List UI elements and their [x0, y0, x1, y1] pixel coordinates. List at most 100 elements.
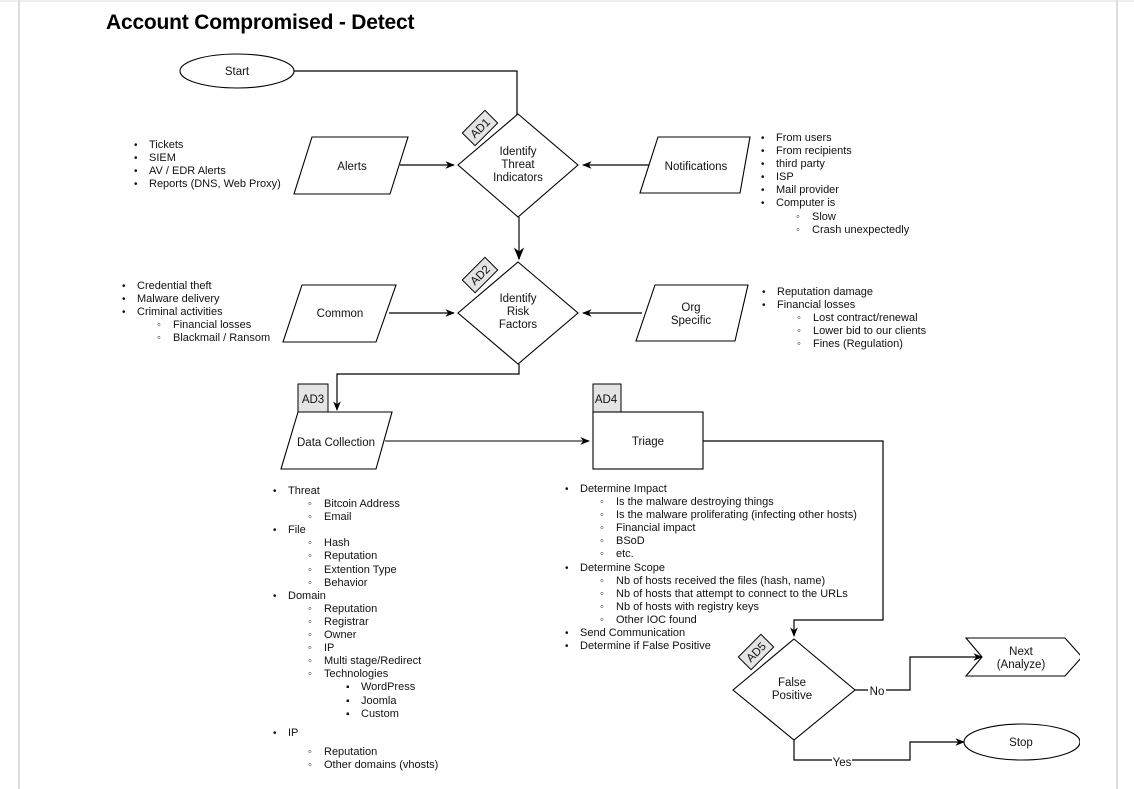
list-item: Malware delivery	[122, 293, 270, 306]
identify-threat-line2: Threat	[501, 159, 535, 171]
list-item: From users	[761, 132, 909, 145]
list-item: Credential theft	[122, 280, 270, 293]
list-item: WordPress	[273, 681, 438, 694]
identify-risk-factors-node[interactable]: Identify Risk Factors	[457, 261, 579, 365]
page-border-left	[18, 0, 20, 789]
list-item: Hash	[273, 537, 438, 550]
list-item: Extention Type	[273, 564, 438, 577]
page-border-right	[1116, 0, 1118, 789]
false-positive-line2: Positive	[772, 690, 812, 702]
org-specific-line1: Org	[681, 302, 700, 314]
stop-label: Stop	[1009, 737, 1033, 749]
list-item: Owner	[273, 629, 438, 642]
notification-sources-list: From usersFrom recipientsthird partyISPM…	[761, 132, 909, 237]
connectors	[294, 70, 983, 761]
list-item: Technologies	[273, 668, 438, 681]
list-item: Behavior	[273, 577, 438, 590]
notifications-node[interactable]: Notifications	[639, 136, 751, 194]
identify-risk-line3: Factors	[499, 319, 538, 331]
list-item: Bitcoin Address	[273, 498, 438, 511]
next-line2: (Analyze)	[997, 659, 1046, 671]
list-item: etc.	[565, 548, 857, 561]
list-item: Nb of hosts with registry keys	[565, 601, 857, 614]
list-item: ISP	[761, 171, 909, 184]
list-item: Multi stage/Redirect	[273, 655, 438, 668]
list-item: Lower bid to our clients	[762, 325, 926, 338]
list-item: Financial losses	[122, 319, 270, 332]
alerts-node[interactable]: Alerts	[293, 136, 409, 195]
list-item: Determine Impact	[565, 483, 857, 496]
alerts-sources-list: TicketsSIEMAV / EDR AlertsReports (DNS, …	[134, 139, 281, 191]
common-node[interactable]: Common	[282, 284, 397, 343]
list-item: File	[273, 524, 438, 537]
identify-risk-line1: Identify	[499, 293, 536, 305]
list-item: third party	[761, 158, 909, 171]
list-item: Determine if False Positive	[565, 640, 857, 653]
data-collection-node[interactable]: Data Collection	[280, 411, 393, 470]
identify-threat-line1: Identify	[499, 146, 536, 158]
top-edge	[0, 0, 1134, 2]
identify-risk-line2: Risk	[507, 306, 530, 318]
list-item: Reputation	[273, 603, 438, 616]
no-label: No	[870, 686, 885, 698]
yes-label: Yes	[833, 757, 852, 769]
triage-node[interactable]: Triage	[592, 411, 704, 470]
edge-false-positive-yes	[793, 738, 965, 761]
org-specific-line2: Specific	[671, 315, 712, 327]
tag-ad3: AD3	[297, 383, 329, 413]
list-item: Registrar	[273, 616, 438, 629]
next-analyze-node[interactable]: Next (Analyze)	[963, 637, 1082, 761]
list-item: Lost contract/renewal	[762, 312, 926, 325]
list-item: SIEM	[134, 152, 281, 165]
common-risks-list: Credential theftMalware deliveryCriminal…	[122, 280, 270, 346]
list-item: Custom	[273, 708, 438, 721]
list-item: Other domains (vhosts)	[273, 759, 438, 772]
list-item: Is the malware destroying things	[565, 496, 857, 509]
identify-threat-line3: Indicators	[493, 172, 543, 184]
start-label: Start	[225, 66, 250, 78]
list-item: IP	[273, 642, 438, 655]
list-item: Nb of hosts that attempt to connect to t…	[565, 588, 857, 601]
list-item: Domain	[273, 590, 438, 603]
triage-items-list: Determine ImpactIs the malware destroyin…	[565, 483, 857, 653]
list-item: From recipients	[761, 145, 909, 158]
tag-ad3-label: AD3	[302, 394, 324, 406]
list-item: Determine Scope	[565, 562, 857, 575]
list-item: IP	[273, 727, 438, 740]
list-item: Send Communication	[565, 627, 857, 640]
data-collection-label: Data Collection	[297, 437, 375, 449]
edge-label-no: No	[868, 684, 886, 698]
edge-start-to-identify-threat	[294, 70, 518, 116]
list-item: Nb of hosts received the files (hash, na…	[565, 575, 857, 588]
tag-ad2: AD2	[461, 256, 499, 294]
list-item: Joomla	[273, 695, 438, 708]
stop-shape[interactable]	[963, 723, 1080, 761]
list-item: Reputation	[273, 550, 438, 563]
org-risks-list: Reputation damageFinancial lossesLost co…	[762, 286, 926, 352]
list-item: Blackmail / Ransom	[122, 332, 270, 345]
false-positive-line1: False	[778, 677, 806, 689]
notifications-label: Notifications	[665, 161, 728, 173]
edge-identify-risk-to-data-collection	[333, 364, 520, 411]
start-node[interactable]: Start	[179, 53, 295, 89]
list-item: Reputation damage	[762, 286, 926, 299]
list-item: Fines (Regulation)	[762, 338, 926, 351]
list-item: Tickets	[134, 139, 281, 152]
org-specific-node[interactable]: Org Specific	[635, 284, 749, 342]
list-item: Other IOC found	[565, 614, 857, 627]
diagram-title: Account Compromised - Detect	[106, 11, 415, 34]
tag-ad4-label: AD4	[595, 394, 618, 406]
false-positive-node[interactable]: False Positive	[732, 638, 856, 741]
alerts-label: Alerts	[337, 161, 367, 173]
list-item: Email	[273, 511, 438, 524]
list-item: Crash unexpectedly	[761, 224, 909, 237]
stop-node[interactable]: Stop	[1009, 737, 1033, 749]
list-item: BSoD	[565, 535, 857, 548]
list-item: Is the malware proliferating (infecting …	[565, 509, 857, 522]
list-item: Financial losses	[762, 299, 926, 312]
list-item: Reputation	[273, 746, 438, 759]
list-item: Criminal activities	[122, 306, 270, 319]
identify-threat-indicators-node[interactable]: Identify Threat Indicators	[457, 113, 579, 218]
list-item: Computer is	[761, 197, 909, 210]
